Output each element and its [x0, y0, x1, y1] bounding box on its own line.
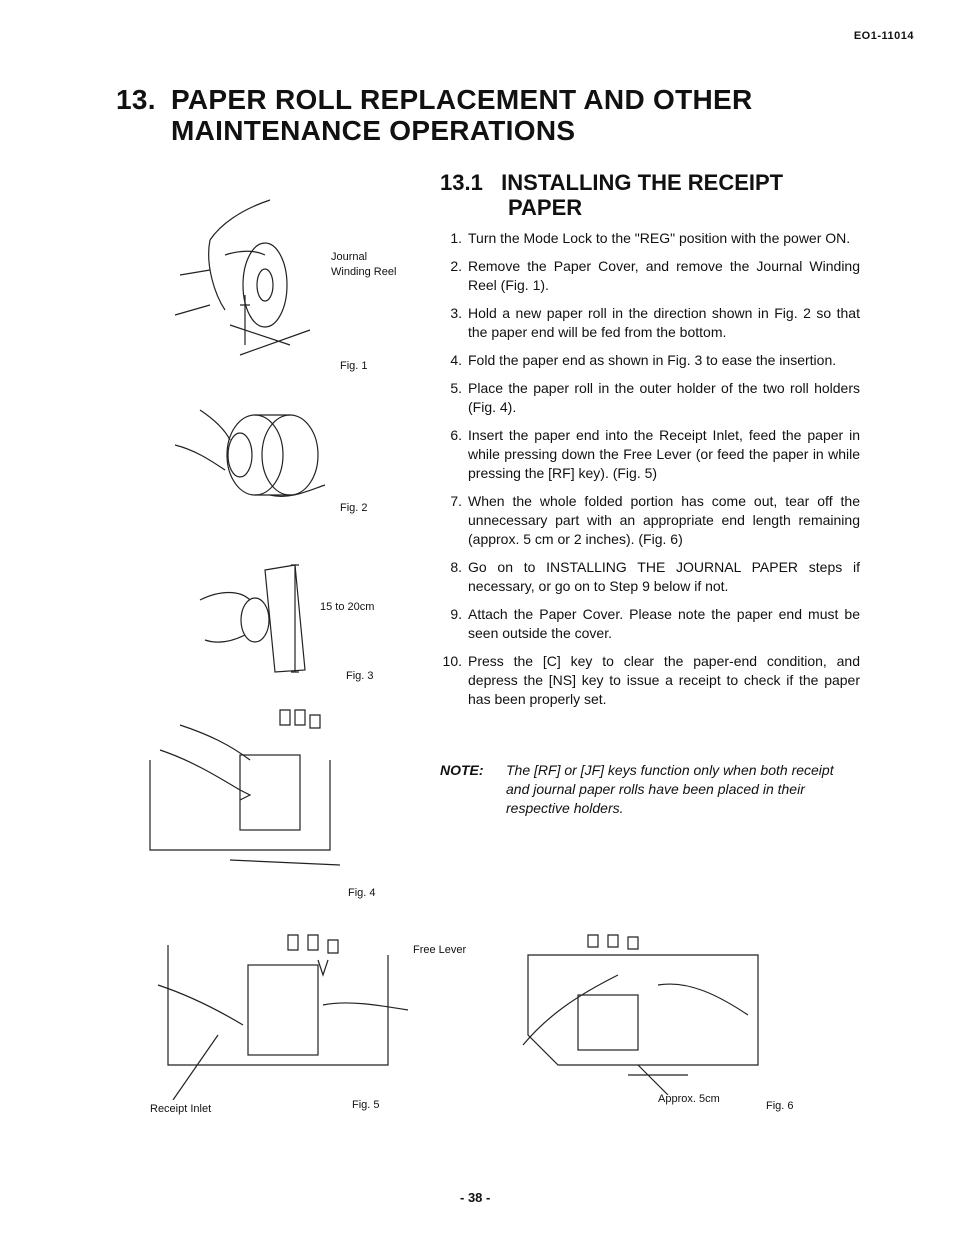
page-number: - 38 -: [460, 1190, 491, 1205]
step-item: 2.Remove the Paper Cover, and remove the…: [450, 258, 860, 293]
note: NOTE: The [RF] or [JF] keys function onl…: [440, 761, 860, 818]
note-label: NOTE:: [440, 762, 484, 778]
fig5-illustration: [157, 934, 409, 1100]
note-text: The [RF] or [JF] keys function only when…: [506, 762, 834, 816]
fig6-illustration: [522, 934, 759, 1095]
fig5-receipt-inlet-label: Receipt Inlet: [150, 1103, 212, 1115]
fig2-caption: Fig. 2: [340, 502, 368, 514]
document-code: EO1-11014: [853, 30, 914, 42]
fig4-illustration: [149, 709, 341, 866]
chapter-number: 13.: [116, 84, 156, 115]
fig6-label: Approx. 5cm: [658, 1093, 720, 1105]
step-item: 10.Press the [C] key to clear the paper-…: [442, 653, 860, 707]
steps-list: 1.Turn the Mode Lock to the "REG" positi…: [436, 229, 860, 718]
fig1-illustration: [174, 199, 311, 356]
section-title: 13.1 INSTALLING THE RECEIPT PAPER: [440, 170, 860, 220]
step-item: 3.Hold a new paper roll in the direction…: [450, 305, 860, 340]
fig3-caption: Fig. 3: [346, 670, 374, 682]
step-item: 5.Place the paper roll in the outer hold…: [450, 380, 860, 415]
step-item: 9.Attach the Paper Cover. Please note th…: [450, 606, 860, 641]
fig1-label: Journal Winding Reel: [331, 251, 397, 278]
fig4-caption: Fig. 4: [348, 887, 376, 899]
fig5-caption: Fig. 5: [352, 1099, 380, 1111]
fig6-caption: Fig. 6: [766, 1100, 794, 1112]
fig3-label: 15 to 20cm: [320, 601, 375, 613]
chapter-title: 13. PAPER ROLL REPLACEMENT AND OTHER MAIN…: [116, 84, 836, 146]
section-title-line2: PAPER: [508, 195, 583, 220]
step-item: 6.Insert the paper end into the Receipt …: [450, 427, 860, 481]
section-title-line1: INSTALLING THE RECEIPT: [501, 170, 784, 195]
fig1-caption: Fig. 1: [340, 360, 368, 372]
step-item: 7.When the whole folded portion has come…: [450, 493, 860, 547]
step-item: 8.Go on to INSTALLING THE JOURNAL PAPER …: [450, 559, 860, 594]
step-item: 4.Fold the paper end as shown in Fig. 3 …: [450, 352, 837, 368]
fig3-illustration: [199, 564, 306, 673]
fig5-free-lever-label: Free Lever: [413, 944, 467, 956]
section-number: 13.1: [440, 170, 483, 195]
step-item: 1.Turn the Mode Lock to the "REG" positi…: [450, 230, 851, 246]
chapter-title-line2: MAINTENANCE OPERATIONS: [171, 115, 576, 146]
fig2-illustration: [174, 409, 326, 497]
chapter-title-line1: PAPER ROLL REPLACEMENT AND OTHER: [171, 84, 753, 115]
